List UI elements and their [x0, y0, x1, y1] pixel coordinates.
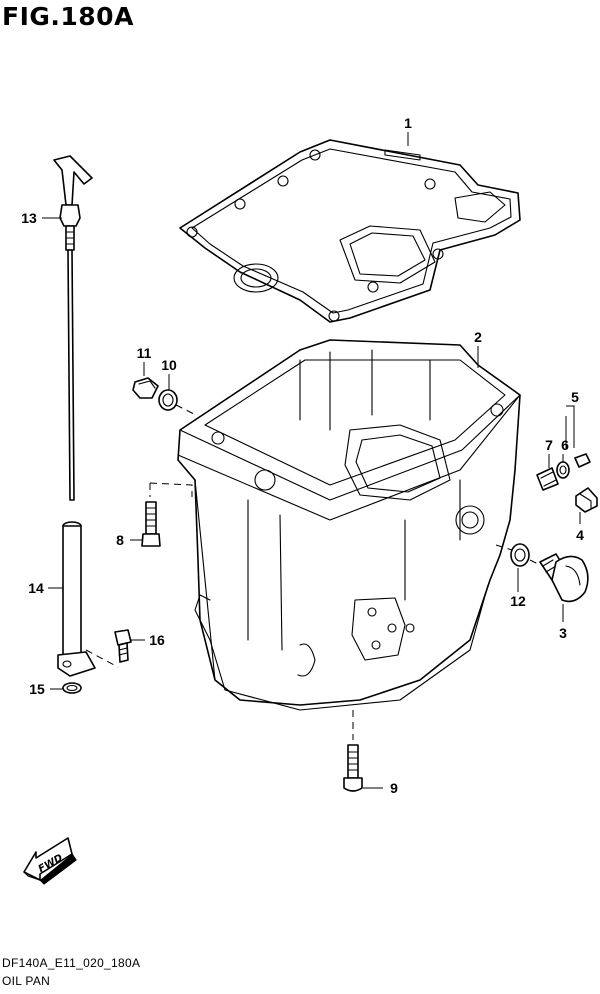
o-ring-15-part[interactable]: [62, 682, 82, 694]
plug-11-part[interactable]: [132, 377, 159, 399]
callout-11: 11: [137, 345, 152, 361]
callout-3: 3: [559, 625, 567, 641]
small-cap-part[interactable]: [574, 453, 591, 468]
bolt-9-part[interactable]: [343, 744, 363, 792]
gasket-12-part[interactable]: [510, 543, 530, 567]
callout-15: 15: [29, 681, 45, 697]
callout-4: 4: [576, 527, 584, 543]
gasket-10-part[interactable]: [158, 389, 178, 411]
bolt-16-part[interactable]: [114, 629, 132, 663]
callout-16: 16: [149, 632, 165, 648]
callout-10: 10: [161, 357, 177, 373]
callout-2: 2: [474, 329, 482, 345]
gasket-part[interactable]: [179, 139, 521, 323]
callout-8: 8: [116, 532, 124, 548]
callout-6: 6: [561, 437, 569, 453]
drain-plug-part[interactable]: [539, 553, 589, 603]
oil-pan-part[interactable]: [177, 339, 521, 711]
diagram-name: OIL PAN: [2, 974, 51, 988]
callout-14: 14: [28, 580, 44, 596]
callout-9: 9: [390, 780, 398, 796]
gasket-6-part[interactable]: [556, 461, 570, 479]
guide-tube-part[interactable]: [57, 521, 96, 677]
callout-12: 12: [510, 593, 526, 609]
fwd-arrow-icon: FWD: [23, 837, 77, 885]
bolt-8-part[interactable]: [141, 501, 161, 547]
diagram-code: DF140A_E11_020_180A: [2, 956, 141, 970]
callout-5: 5: [571, 389, 579, 405]
callout-7: 7: [545, 437, 553, 453]
cap-part[interactable]: [575, 487, 598, 513]
plug-7-part[interactable]: [536, 467, 559, 491]
callout-1: 1: [404, 115, 412, 131]
callout-13: 13: [21, 210, 37, 226]
dipstick-part[interactable]: [53, 155, 93, 501]
figure-title: FIG.180A: [2, 2, 134, 31]
